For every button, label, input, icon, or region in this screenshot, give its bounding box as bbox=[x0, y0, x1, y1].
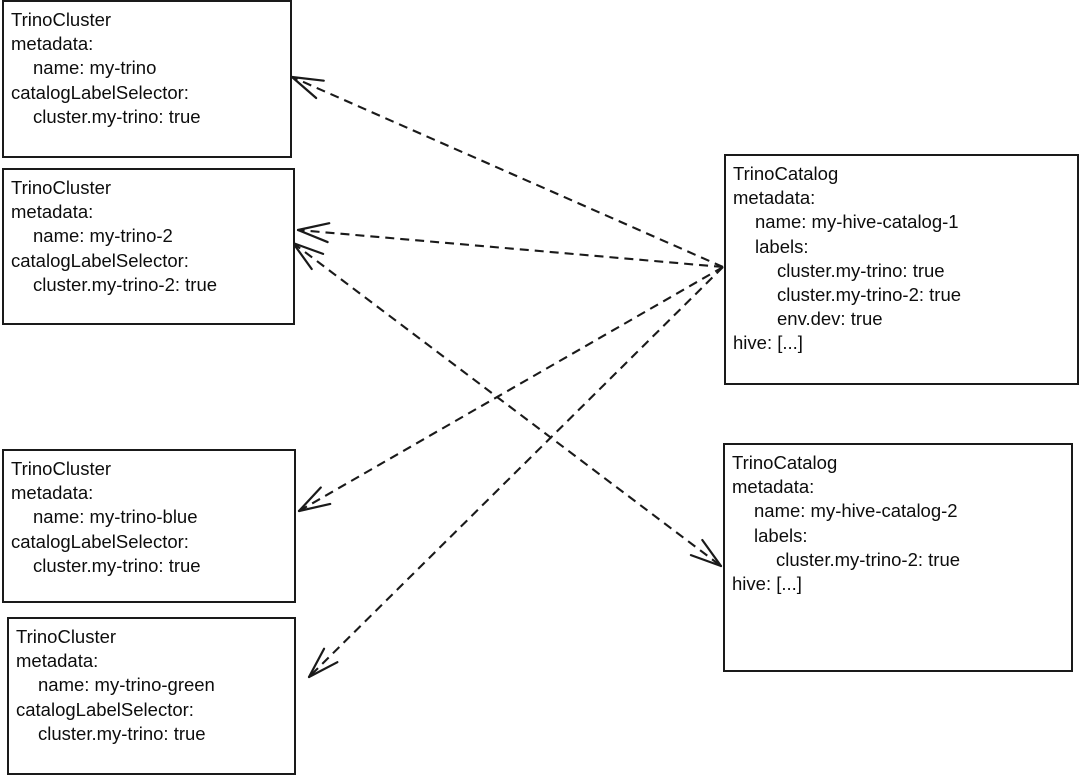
arrowhead-end-icon bbox=[290, 75, 325, 100]
node-line: metadata: bbox=[733, 187, 816, 209]
edge-line bbox=[298, 266, 724, 512]
node-body: TrinoCatalog metadata:name: my-hive-catal… bbox=[732, 451, 1065, 596]
node-kind-label: TrinoCluster bbox=[11, 9, 112, 30]
arrowhead-end-icon bbox=[689, 538, 723, 568]
arrowhead-end-icon bbox=[297, 486, 332, 513]
arrowhead-end-icon bbox=[296, 222, 331, 244]
node-line: labels: bbox=[754, 524, 808, 546]
node-trinocluster-my-trino-green[interactable]: TrinoCluster metadata:name: my-trino-gree… bbox=[7, 617, 296, 775]
node-kind-label: TrinoCluster bbox=[16, 626, 117, 647]
node-body: TrinoCatalog metadata:name: my-hive-catal… bbox=[733, 162, 1071, 356]
node-line: metadata: bbox=[11, 201, 94, 223]
node-line: metadata: bbox=[11, 33, 94, 55]
node-trinocluster-my-trino-blue[interactable]: TrinoCluster metadata:name: my-trino-blue… bbox=[2, 449, 296, 603]
edge-catalog1-to-cluster-my-trino[interactable] bbox=[290, 75, 724, 268]
node-line: hive: [...] bbox=[733, 332, 803, 354]
node-line: metadata: bbox=[732, 476, 815, 498]
node-line: cluster.my-trino-2: true bbox=[777, 284, 962, 306]
node-kind-label: TrinoCatalog bbox=[733, 163, 839, 184]
node-line: labels: bbox=[755, 235, 809, 257]
node-line: metadata: bbox=[16, 650, 99, 672]
edge-catalog1-to-cluster-my-trino-green[interactable] bbox=[307, 266, 724, 679]
node-line: catalogLabelSelector: bbox=[16, 698, 194, 720]
arrowhead-end-icon bbox=[307, 647, 339, 679]
node-line: catalogLabelSelector: bbox=[11, 81, 189, 103]
node-kind-label: TrinoCluster bbox=[11, 458, 112, 479]
node-kind-label: TrinoCatalog bbox=[732, 452, 838, 473]
node-line: name: my-hive-catalog-2 bbox=[754, 500, 958, 522]
edge-cluster-my-trino-2-to-catalog2[interactable] bbox=[291, 241, 723, 568]
node-line: name: my-trino-2 bbox=[33, 225, 173, 247]
edge-line bbox=[308, 266, 724, 678]
node-line: metadata: bbox=[11, 482, 94, 504]
node-trinocatalog-my-hive-catalog-2[interactable]: TrinoCatalog metadata:name: my-hive-catal… bbox=[723, 443, 1073, 672]
edge-line bbox=[291, 76, 724, 268]
node-line: env.dev: true bbox=[777, 308, 883, 330]
node-line: cluster.my-trino: true bbox=[33, 105, 201, 127]
node-kind-label: TrinoCluster bbox=[11, 177, 112, 198]
node-body: TrinoCluster metadata:name: my-trino-blue… bbox=[11, 457, 288, 578]
node-body: TrinoCluster metadata:name: my-trino-gree… bbox=[16, 625, 288, 746]
node-line: cluster.my-trino: true bbox=[777, 259, 945, 281]
node-line: catalogLabelSelector: bbox=[11, 249, 189, 271]
node-line: cluster.my-trino-2: true bbox=[33, 273, 218, 295]
arrowhead-start-icon bbox=[291, 241, 325, 271]
node-line: cluster.my-trino-2: true bbox=[776, 548, 961, 570]
node-line: name: my-trino-blue bbox=[33, 506, 198, 528]
node-line: cluster.my-trino: true bbox=[33, 554, 201, 576]
node-line: cluster.my-trino: true bbox=[38, 722, 206, 744]
edge-catalog1-to-cluster-my-trino-blue[interactable] bbox=[297, 266, 724, 513]
node-line: hive: [...] bbox=[732, 573, 802, 595]
node-line: name: my-trino bbox=[33, 57, 157, 79]
node-line: name: my-hive-catalog-1 bbox=[755, 211, 959, 233]
edge-line bbox=[292, 242, 722, 567]
node-line: catalogLabelSelector: bbox=[11, 530, 189, 552]
node-trinocatalog-my-hive-catalog-1[interactable]: TrinoCatalog metadata:name: my-hive-catal… bbox=[724, 154, 1079, 385]
edge-catalog1-to-cluster-my-trino-2[interactable] bbox=[296, 222, 724, 269]
edge-line bbox=[297, 228, 724, 269]
node-line: name: my-trino-green bbox=[38, 674, 215, 696]
